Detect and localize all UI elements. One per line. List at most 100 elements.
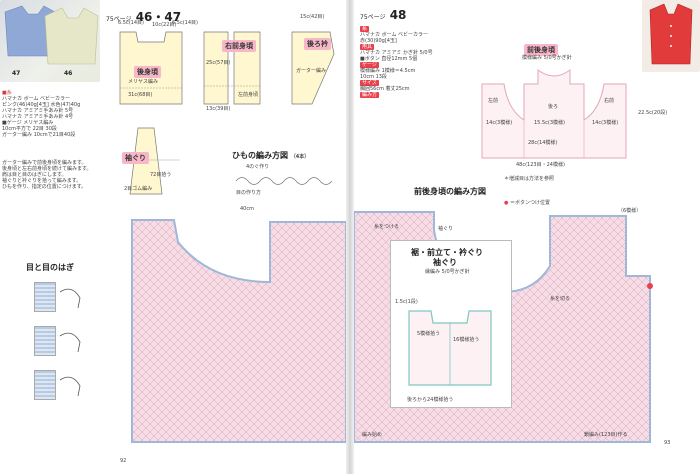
material-line: ガーター編み 10cmで21目40段 [2, 132, 76, 138]
material-line: 赤(30)90g[4玉] [360, 38, 397, 44]
armhole-label: 袖ぐり [122, 152, 149, 164]
garter-label: ガーター編み [296, 68, 327, 74]
material-line: 編み方 [360, 92, 480, 98]
measure-front-hem: 13c(39目) [206, 106, 231, 112]
measure-back-width: 31c(68目) [128, 92, 153, 98]
edging-title-2: 袖ぐり [433, 258, 457, 267]
armhole-diagram: 袖ぐり 72目拾う 2目ゴム編み [120, 124, 190, 198]
measure-collar: 15c(42目) [300, 14, 325, 20]
material-line: 10cm平方で 22目 30段 [2, 126, 57, 132]
measure-shoulder-left: 6.5c(14目) [118, 20, 144, 26]
right-front-label: 右前身頃 [222, 40, 256, 52]
header-number: 48 [389, 8, 407, 22]
photo-label-47: 47 [12, 70, 21, 77]
material-line: 糸 [360, 26, 480, 32]
left-page: 47 46 75ページ 46・47 ■糸 ハマナカ ボーム ベビーカラー ピンク… [0, 0, 347, 474]
body-schematic-title: 前後身頃 [524, 44, 558, 56]
increase-note: ＊増減目は方法を参照 [504, 176, 555, 182]
tag-method: 編み方 [360, 92, 380, 98]
edge-pickup-back: 後ろから24模様拾う [407, 397, 454, 403]
edge-pickup-1: 5模様拾う [417, 331, 441, 337]
page-header-right: 75ページ 48 [360, 8, 406, 22]
material-line: 用具 [360, 44, 480, 50]
note-cut-yarn: 糸を切る [550, 296, 571, 302]
grafting-title: 目と目のはぎ [26, 263, 74, 272]
instruction-line: ひもを作り、指定の位置につけます。 [2, 184, 87, 190]
red-vest-photo [642, 0, 700, 72]
cord-title: ひもの編み方図 [232, 151, 288, 160]
right-page: 75ページ 48 糸 ハマナカ ボーム ベビーカラー 赤(30)90g[4玉] … [353, 0, 700, 474]
instruction-line: ガーター編みで前後身頃を編みます。 [2, 160, 87, 166]
collar-shape [291, 31, 335, 105]
material-line: 胸囲56cm 着丈25cm [360, 86, 410, 92]
measure-shoulder-right: 6.5c(14目) [172, 20, 198, 26]
materials-head: ■糸 [2, 90, 12, 96]
material-line: ■ボタン 直径12mm 5個 [360, 56, 418, 62]
cord-chain-drawing [235, 177, 333, 185]
instruction-line: 袖ぐりと衿ぐりを拾って編みます。 [2, 178, 82, 184]
material-line: サイズ [360, 80, 480, 86]
note-start: 編み始め [362, 432, 383, 438]
instructions-block: ガーター編みで前後身頃を編みます。 後身頃と左右前身頃を続けて編みます。 肩は目… [2, 160, 110, 190]
page-header-left: 75ページ 46・47 [106, 8, 181, 25]
vest-stitch-chart-left-shape [131, 219, 347, 443]
material-line: ハマナカ アミアミ手あみ針 5号 [2, 108, 74, 114]
measure-front-right: 14c(3模様) [592, 120, 619, 126]
grafting-method-box: 目と目のはぎ [6, 262, 116, 422]
cord-length: 40cm [240, 206, 254, 212]
back-label: 後身頃 [134, 66, 161, 78]
book-spine [346, 0, 354, 474]
material-line: ゲージ [360, 62, 480, 68]
edge-pickup-2: 16模様拾う [453, 337, 480, 343]
right-front-diagram: 右前身頃 25c(57目) 左前身頃 13c(39目) [198, 30, 268, 114]
cord-block: ひもの編み方図 （4本） 4のぐ作り 目の作り方 [232, 150, 342, 200]
cord-chain: 4のぐ作り [246, 164, 270, 170]
vest-stitch-chart-left [118, 212, 347, 448]
measure-edge-top: 1.5c(1段) [395, 299, 418, 305]
cord-note: （4本） [290, 154, 310, 160]
tag-gauge: ゲージ [360, 62, 379, 68]
tag-yarn: 糸 [360, 26, 370, 32]
note-armhole: 袖ぐり [438, 226, 454, 232]
cord-method: 目の作り方 [236, 190, 262, 196]
measure-front-left: 14c(3模様) [486, 120, 513, 126]
header-prefix: 75ページ [360, 14, 386, 21]
edging-title-1: 裾・前立て・衿ぐり [411, 248, 483, 257]
page-number-left: 92 [120, 458, 127, 464]
photo-label-46: 46 [64, 70, 73, 77]
vest-photo [0, 0, 100, 82]
edging-inset: 裾・前立て・衿ぐり 袖ぐり 縁編み 5/0号かぎ針 1.5c(1段) 5模様拾う… [390, 240, 512, 408]
button-note-text: ＝ボタンつけ位置 [509, 200, 550, 206]
material-line: ■ゲージ メリヤス編み [2, 120, 54, 126]
measure-length: 22.5c(20段) [638, 110, 668, 116]
material-line: ピンク(46)40g[4玉] 水色(47)40g [2, 102, 81, 108]
rib-label: 2目ゴム編み [124, 186, 153, 192]
left-front-label: 左前身頃 [238, 92, 259, 98]
edging-shape [408, 310, 492, 386]
instruction-line: 後身頃と左右前身頃を続けて編みます。 [2, 166, 92, 172]
label-left-front: 左前 [488, 98, 499, 104]
note-pattern-count: （6模様） [618, 208, 642, 214]
material-line: ハマナカ ボーム ベビーカラー [360, 32, 429, 38]
material-line: 模様編み 1模様＝4.5cm [360, 68, 416, 74]
edging-sub: 縁編み 5/0号かぎ針 [425, 269, 470, 275]
vest-illustration [4, 5, 99, 65]
material-line: 10cm 13段 [360, 74, 387, 80]
label-back: 後ろ [548, 104, 559, 110]
materials-block-right: 糸 ハマナカ ボーム ベビーカラー 赤(30)90g[4玉] 用具 ハマナカ ア… [360, 26, 480, 98]
material-line: ハマナカ ボーム ベビーカラー [2, 96, 71, 102]
measure-back-upper: 15.5c(3模様) [534, 120, 565, 126]
measure-front-width: 25c(57目) [206, 60, 231, 66]
instruction-line: 肩は目と目のはぎにします。 [2, 172, 67, 178]
header-numbers: 46・47 [135, 10, 182, 24]
measure-back-width: 28c(14模様) [528, 140, 558, 146]
graft-step-1 [34, 282, 56, 312]
graft-needle-drawings [59, 288, 81, 397]
graft-step-2 [34, 326, 56, 356]
measure-armhole-pickup: 72目拾う [150, 172, 172, 178]
red-vest-illustration [649, 3, 693, 65]
collar-diagram: 後ろ衿 ガーター編み [282, 24, 344, 112]
materials-block: ■糸 ハマナカ ボーム ベビーカラー ピンク(46)40g[4玉] 水色(47)… [2, 90, 102, 138]
measure-neck: 10c(22目) [152, 22, 177, 28]
header-prefix: 75ページ [106, 16, 132, 23]
